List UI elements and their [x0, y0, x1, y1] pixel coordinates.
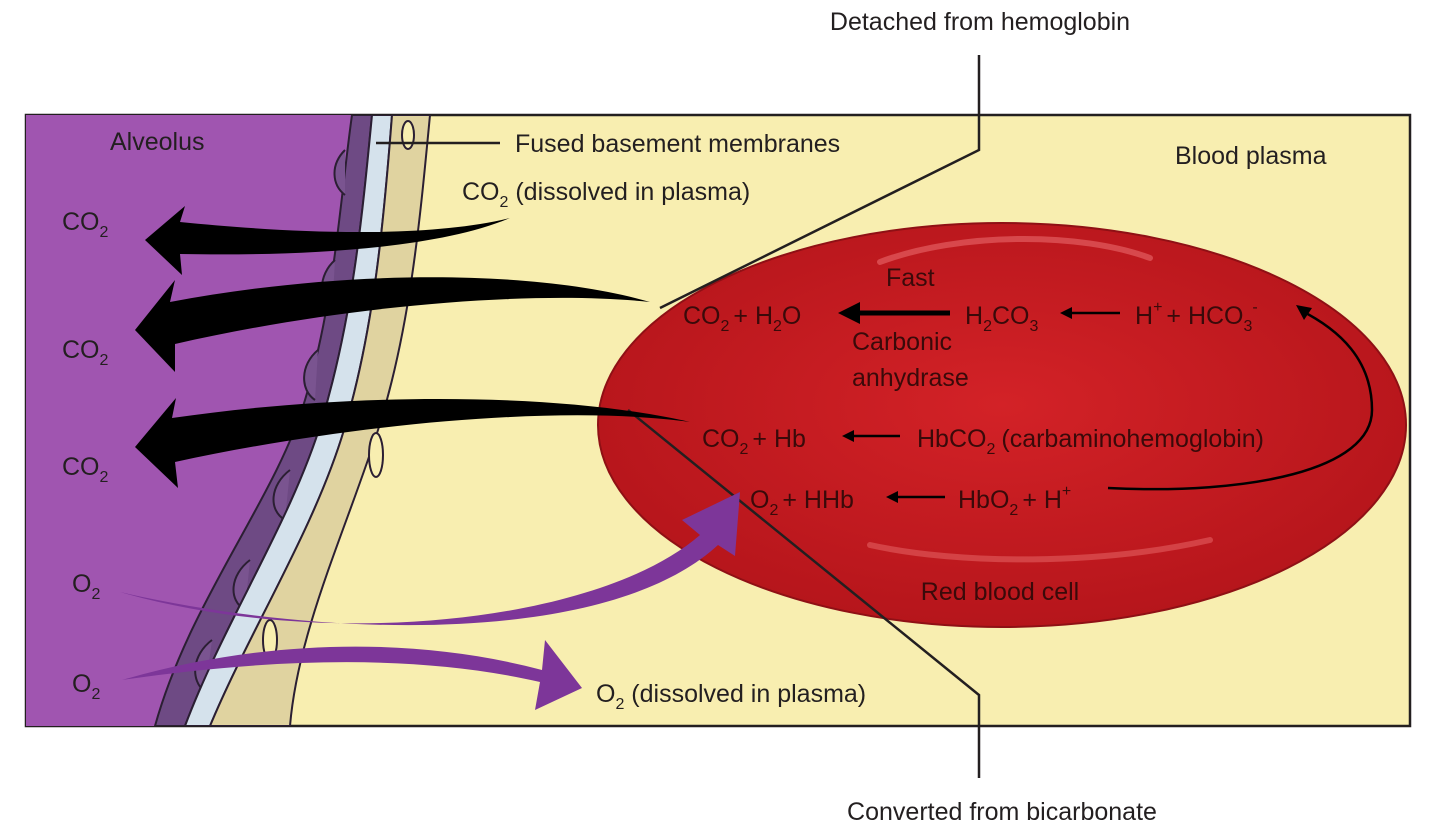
- fused-membranes-label: Fused basement membranes: [515, 130, 840, 158]
- h-hco3-label: H++ HCO3-: [1135, 299, 1258, 335]
- hbco2-label: HbCO2(carbaminohemoglobin): [917, 425, 1264, 458]
- red-blood-cell: [597, 222, 1407, 628]
- detached-callout-line: [659, 55, 981, 310]
- co2-alveolus-label-1: CO2: [62, 208, 109, 241]
- co2-arrow-2: [135, 277, 650, 372]
- endothelial-nucleus: [368, 432, 384, 478]
- co2-hb-label: CO2+ Hb: [702, 425, 806, 458]
- o2-alveolus-label-2: O2: [72, 670, 100, 703]
- rbc-highlight-top: [877, 235, 1153, 265]
- alveolus-label: Alveolus: [110, 128, 205, 156]
- carbonic-label: Carbonic: [852, 328, 952, 356]
- o2-hhb-label: O2+ HHb: [750, 486, 854, 519]
- h2co3-label: H2CO3: [965, 302, 1038, 335]
- red-blood-cell-label: Red blood cell: [921, 578, 1079, 606]
- o2-alveolus-label-1: O2: [72, 570, 100, 603]
- hbo2-h-label: HbO2+ H+: [958, 483, 1071, 519]
- co2-arrow-1: [145, 206, 510, 275]
- rbc-highlight-bottom: [867, 537, 1213, 563]
- blood-plasma-label: Blood plasma: [1175, 142, 1327, 170]
- oxyhemoglobin-arrowhead: [886, 491, 898, 503]
- proton-return-arrow: [1107, 308, 1374, 491]
- fast-reaction-arrowhead: [838, 302, 860, 324]
- co2-h2o-label: CO2+ H2O: [683, 302, 801, 335]
- co2-dissolved-label: CO2 (dissolved in plasma): [462, 178, 750, 211]
- co2-alveolus-label-3: CO2: [62, 453, 109, 486]
- bicarbonate-arrowhead: [1060, 307, 1072, 319]
- proton-return-arrowhead: [1296, 305, 1312, 320]
- detached-label: Detached from hemoglobin: [830, 8, 1130, 36]
- anhydrase-label: anhydrase: [852, 364, 969, 392]
- carbamino-arrowhead: [842, 430, 854, 442]
- converted-callout-line: [627, 409, 981, 778]
- fast-label: Fast: [886, 264, 935, 292]
- endothelial-nucleus: [401, 120, 415, 150]
- co2-alveolus-label-2: CO2: [62, 336, 109, 369]
- co2-arrow-3: [135, 398, 690, 488]
- o2-dissolved-label: O2 (dissolved in plasma): [596, 680, 866, 713]
- capillary-endothelium: [208, 115, 432, 726]
- converted-label: Converted from bicarbonate: [847, 798, 1157, 826]
- o2-arrow-to-plasma: [122, 640, 582, 710]
